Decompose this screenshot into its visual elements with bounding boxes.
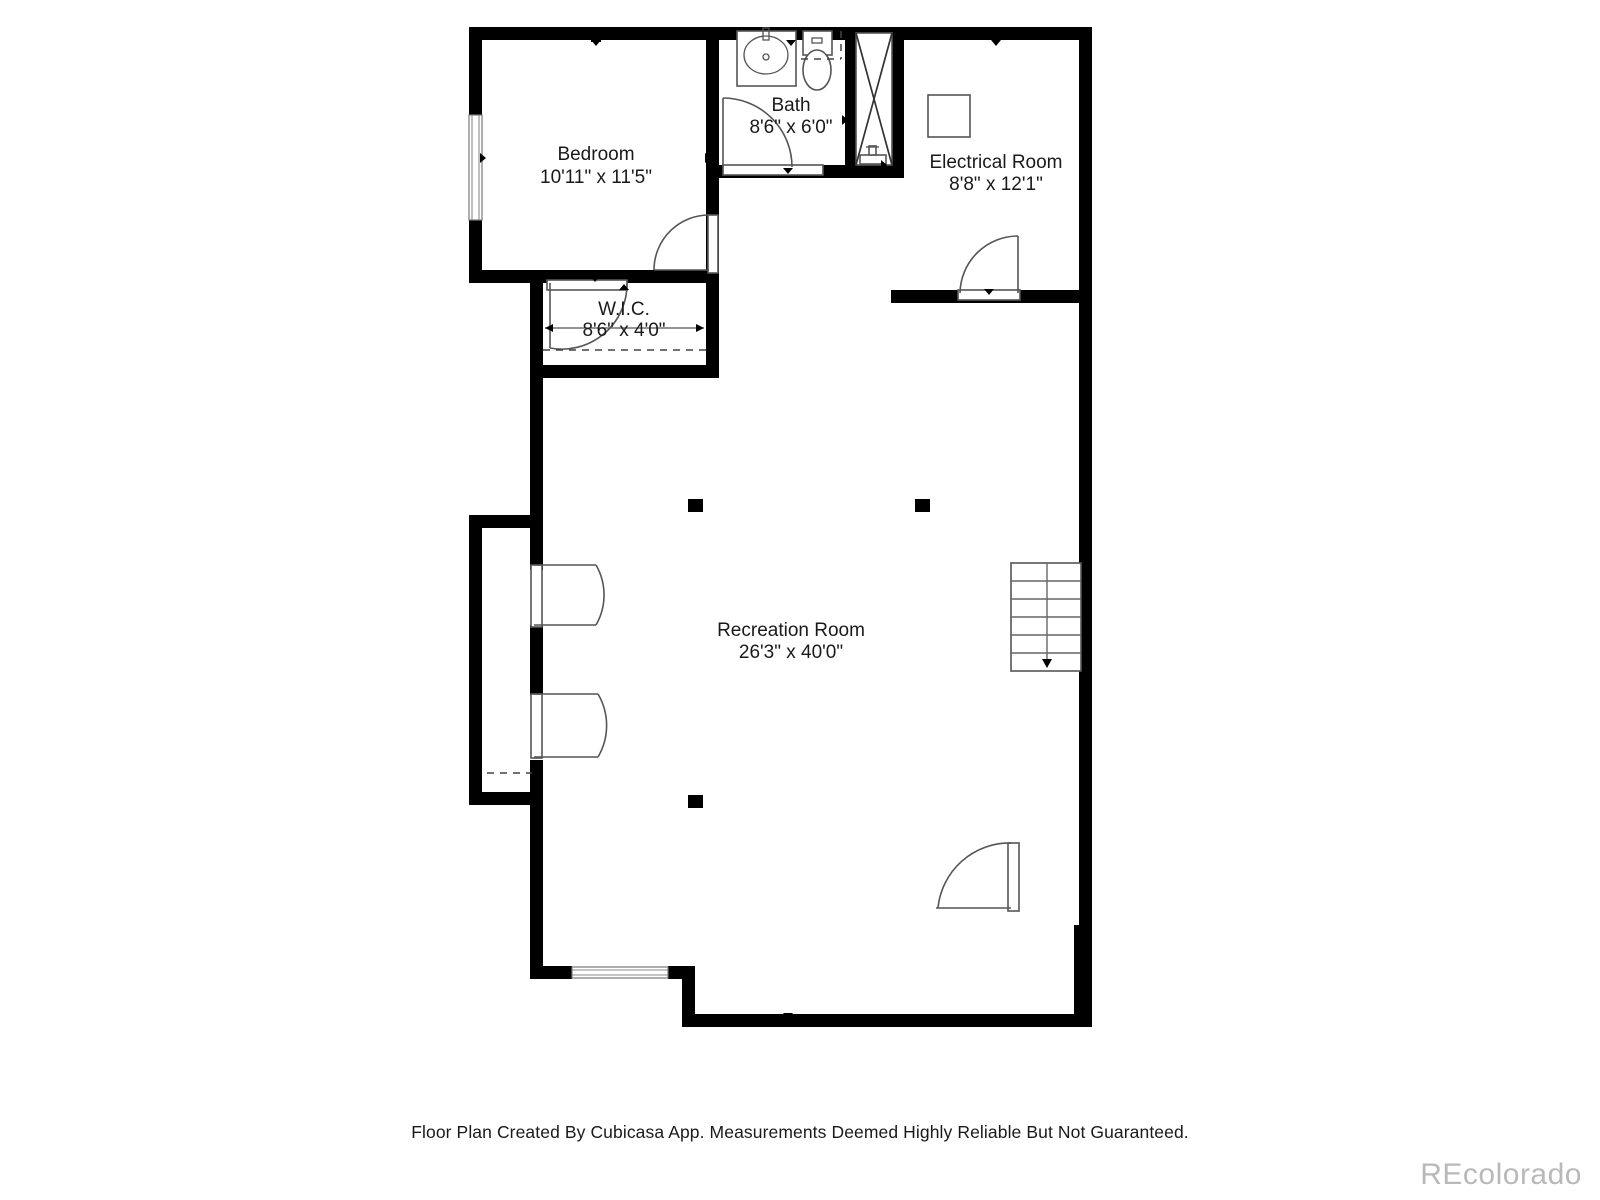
wall-closet-bottom <box>469 792 543 805</box>
toilet-lid-detail <box>811 37 823 44</box>
wall-bottom-main <box>682 1014 1087 1027</box>
utility-closet <box>855 32 893 166</box>
toilet-bowl <box>802 49 832 91</box>
wall-closet-left <box>469 515 482 805</box>
wall-bottom-left-a <box>530 966 572 979</box>
stairs-down[interactable] <box>1010 562 1082 672</box>
wall-rec-left-upper <box>530 283 543 523</box>
label-bath-dim: 8'6" x 6'0" <box>749 117 832 138</box>
label-bedroom-dim: 10'11" x 11'5" <box>540 167 652 188</box>
wall-wic-right <box>706 283 719 378</box>
wall-rec-left-lower <box>530 792 543 978</box>
door-bedroom[interactable] <box>653 214 719 274</box>
support-columns <box>688 499 930 808</box>
wall-tick-markers <box>480 36 1088 1019</box>
label-recreation-name: Recreation Room <box>717 620 865 641</box>
sink-faucet <box>762 27 770 41</box>
wall-bath-right <box>845 33 856 173</box>
wall-closet-div-1 <box>530 523 543 570</box>
wall-utility-bottom <box>845 165 892 178</box>
label-electrical-dim: 8'8" x 12'1" <box>949 174 1043 195</box>
shelves <box>487 349 706 774</box>
label-electrical-name: Electrical Room <box>929 152 1062 173</box>
label-bedroom-name: Bedroom <box>557 144 634 165</box>
label-recreation-dim: 26'3" x 40'0" <box>739 642 843 663</box>
label-wic-dim: 8'6" x 4'0" <box>582 320 665 341</box>
wall-bottom-right-jog <box>1074 925 1092 1027</box>
label-wic-name: W.I.C. <box>598 299 650 320</box>
room-labels: Bedroom 10'11" x 11'5" Bath 8'6" x 6'0" … <box>540 95 1063 663</box>
wall-structure <box>469 27 1092 1027</box>
label-bath-name: Bath <box>771 95 810 116</box>
electrical-panel <box>927 94 971 138</box>
door-wic[interactable] <box>546 279 628 350</box>
column-3 <box>688 795 703 808</box>
stairs-down-arrow <box>1042 659 1052 668</box>
wall-bottom-jog <box>682 966 695 1026</box>
wall-closet-top <box>469 515 543 528</box>
windows <box>468 114 669 979</box>
doors <box>530 97 1021 912</box>
window-bottom-left <box>571 966 669 979</box>
recolorado-watermark: REcolorado <box>1420 1158 1582 1191</box>
wall-closet-div-2 <box>530 625 543 695</box>
bath-fixtures <box>736 27 842 91</box>
wall-electrical-left <box>891 27 904 178</box>
sink-basin <box>743 35 789 75</box>
dimension-wic <box>545 324 704 332</box>
column-2 <box>915 499 930 512</box>
sink-drain <box>762 53 770 61</box>
window-bedroom-left <box>468 114 483 221</box>
floor-drain-icon <box>859 145 887 165</box>
door-closet-upper[interactable] <box>530 564 605 628</box>
wall-right-exterior <box>1079 27 1092 931</box>
disclaimer-text: Floor Plan Created By Cubicasa App. Meas… <box>411 1122 1189 1142</box>
door-bath[interactable] <box>722 97 824 176</box>
door-closet-lower[interactable] <box>530 693 608 759</box>
column-1 <box>688 499 703 512</box>
door-rec-right[interactable] <box>936 842 1020 912</box>
